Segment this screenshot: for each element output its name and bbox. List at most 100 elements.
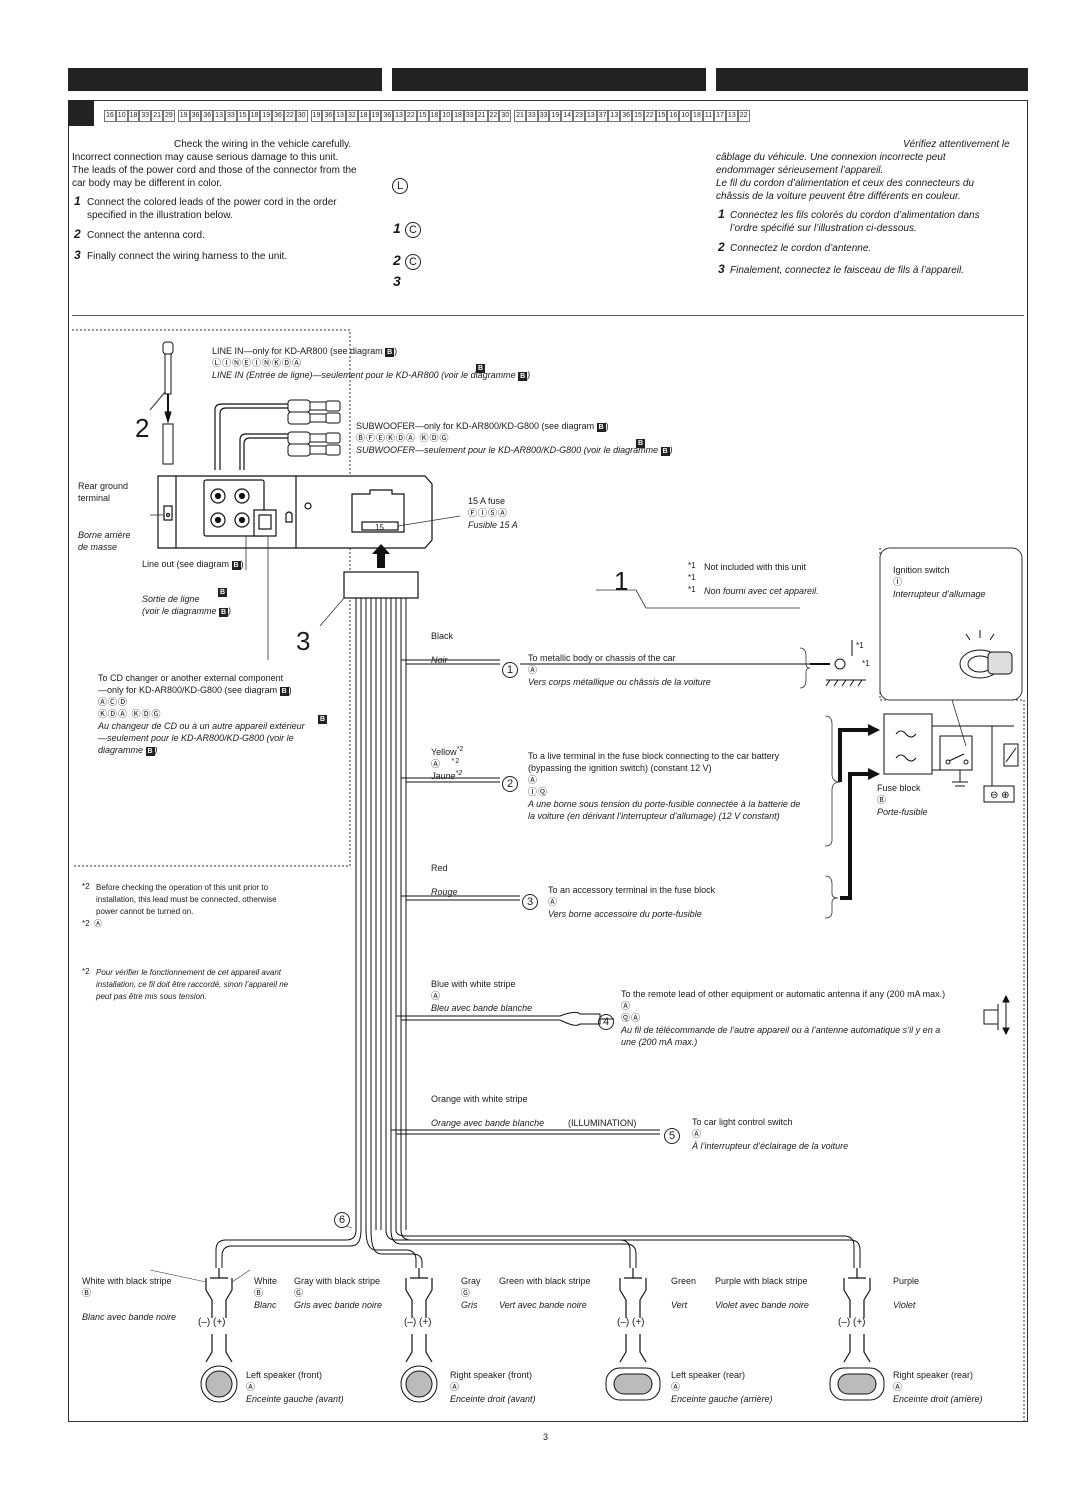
char-tick: 13 [608, 110, 621, 122]
remote-destination-glyph-1: Ⓐ [621, 1001, 632, 1011]
section-divider [72, 315, 1024, 316]
red-wire-label-fr: Rouge [431, 887, 458, 897]
char-tick: 19 [310, 110, 323, 122]
char-tick: 22 [643, 110, 656, 122]
wire-purple: Purple [893, 1276, 920, 1286]
wire-gray-black-stripe-glyph: Ⓖ [294, 1288, 305, 1298]
wire-green-fr: Vert [671, 1300, 688, 1310]
char-tick: 18 [428, 110, 441, 122]
battery-destination-glyph-2: ⒾⓆ [528, 787, 549, 797]
french-step-2-number: 2 [718, 240, 725, 254]
footnote-2-fr-2: installation, ce fil doit être raccordé,… [96, 980, 289, 989]
char-tick: 19 [260, 110, 273, 122]
speaker-right-front-glyph: Ⓐ [450, 1382, 461, 1392]
char-tick: 16 [104, 110, 116, 122]
speaker-right-front-fr: Enceinte droit (avant) [450, 1394, 536, 1404]
speaker-right-rear-fr: Enceinte droit (arrière) [893, 1394, 983, 1404]
cd-changer-glyphs-1: ⒶⒸⒹ [98, 697, 129, 707]
ground-destination-fr: Vers corps métallique ou châssis de la v… [528, 677, 711, 687]
french-step-3-number: 3 [718, 262, 725, 276]
battery-destination-fr-2: la voiture (en dérivant l’interrupteur d… [528, 811, 780, 821]
blue-wire-label-fr: Bleu avec bande blanche [431, 1003, 533, 1013]
header-bar-french [716, 68, 1028, 91]
accessory-destination: To an accessory terminal in the fuse blo… [548, 885, 716, 895]
ground-destination: To metallic body or chassis of the car [528, 653, 676, 663]
callout-5: 5 [664, 1126, 680, 1144]
char-tick: 33 [525, 110, 538, 122]
line-out-label-fr-2: (voir le diagramme B) [142, 606, 232, 617]
english-line-1: Incorrect connection may cause serious d… [72, 152, 339, 163]
yellow-wire-label: Yellow*2 [431, 746, 464, 757]
char-tick: 36 [322, 110, 335, 122]
french-line-2: endommager sérieusement l’appareil. [716, 165, 884, 176]
char-tick: 22 [283, 110, 296, 122]
cd-changer-label-fr-1: Au changeur de CD ou à un autre appareil… [98, 721, 305, 731]
english-line-3: car body may be different in color. [72, 178, 222, 189]
line-in-diagram-ref: B [476, 364, 485, 373]
speaker-right-rear-glyph: Ⓐ [893, 1382, 904, 1392]
wire-white-fr: Blanc [254, 1300, 277, 1310]
footnote-2-line-2: installation, this lead must be connecte… [96, 895, 277, 904]
rear-ground-label-2: terminal [78, 493, 111, 503]
char-tick: 32 [345, 110, 358, 122]
wire-green-black-stripe-fr: Vert avec bande noire [499, 1300, 587, 1310]
char-tick: 36 [201, 110, 214, 122]
illumination-label: (ILLUMINATION) [568, 1118, 637, 1128]
subwoofer-diagram-ref: B [636, 439, 645, 448]
fuse-block-glyph: Ⓑ [877, 795, 888, 805]
line-in-label: LINE IN—only for KD-AR800 (see diagram B… [212, 346, 398, 357]
french-step-2: Connectez le cordon d’antenne. [730, 243, 872, 254]
char-tick: 30 [295, 110, 308, 122]
speaker-lead-splits [205, 1268, 871, 1318]
char-tick: 19 [549, 110, 562, 122]
footnote-1-marker-3: *1 [688, 585, 696, 594]
wire-gray-fr: Gris [461, 1300, 478, 1310]
english-line-2: The leads of the power cord and those of… [72, 165, 357, 176]
light-switch-destination-fr: À l’interrupteur d’éclairage de la voitu… [692, 1141, 849, 1151]
yellow-wire-label-fr: Jaune*2 [431, 770, 463, 781]
red-wire-label: Red [431, 863, 448, 873]
footnote-2-marker-2: *2 Ⓐ [82, 919, 103, 928]
wire-gray-glyph: Ⓖ [461, 1288, 472, 1298]
cd-changer-glyphs-2: ⓀⒹⒶ ⓀⒹⒼ [98, 709, 162, 719]
orange-wire-label: Orange with white stripe [431, 1094, 528, 1104]
speaker-left-rear-fr: Enceinte gauche (arrière) [671, 1394, 773, 1404]
wire-purple-black-stripe-fr: Violet avec bande noire [715, 1300, 809, 1310]
subwoofer-label-fr: SUBWOOFER—seulement pour le KD-AR800/KD-… [356, 445, 673, 456]
speaker-right-rear: Right speaker (rear) [893, 1370, 974, 1380]
french-warning: Vérifiez attentivement le [903, 139, 1010, 150]
light-switch-destination-glyph: Ⓐ [692, 1129, 703, 1139]
char-tick: 30 [499, 110, 512, 122]
polarity-left-rear: (–) (+) [617, 1317, 645, 1328]
footnote-2-line-3: power cannot be turned on. [96, 907, 194, 916]
step-1-callout: 1 [614, 566, 629, 596]
rear-ground-label-1: Rear ground [78, 481, 129, 491]
callout-6: 6 [334, 1210, 350, 1228]
char-tick: 21 [151, 110, 163, 122]
char-tick: 33 [224, 110, 237, 122]
char-tick: 16 [667, 110, 680, 122]
battery-destination-glyph-1: Ⓐ [528, 775, 539, 785]
char-tick: 22 [404, 110, 417, 122]
footnote-1-text-fr: Non fourni avec cet appareil. [704, 586, 819, 596]
black-wire-label-fr: Noir [431, 655, 448, 665]
english-step-3-number: 3 [74, 248, 81, 262]
english-step-1-number: 1 [74, 194, 81, 208]
french-step-1: Connectez les fils colorés du cordon d’a… [730, 210, 980, 221]
polarity-right-front: (–) (+) [404, 1317, 432, 1328]
char-tick: 13 [725, 110, 738, 122]
blue-wire-glyph: Ⓐ [431, 991, 442, 1001]
wire-white-glyph: Ⓑ [254, 1288, 265, 1298]
speaker-left-rear: Left speaker (rear) [671, 1370, 746, 1380]
char-tick: 21 [514, 110, 526, 122]
char-tick: 18 [127, 110, 140, 122]
char-tick: 13 [334, 110, 346, 122]
english-warning: Check the wiring in the vehicle carefull… [174, 139, 352, 150]
battery-destination-2: (bypassing the ignition switch) (constan… [528, 763, 712, 773]
antenna-plug [162, 341, 174, 465]
rear-ground-label-fr-1: Borne arrière [78, 530, 131, 540]
french-step-1-number: 1 [718, 207, 725, 221]
ignition-switch-glyph: Ⓘ [893, 577, 904, 587]
